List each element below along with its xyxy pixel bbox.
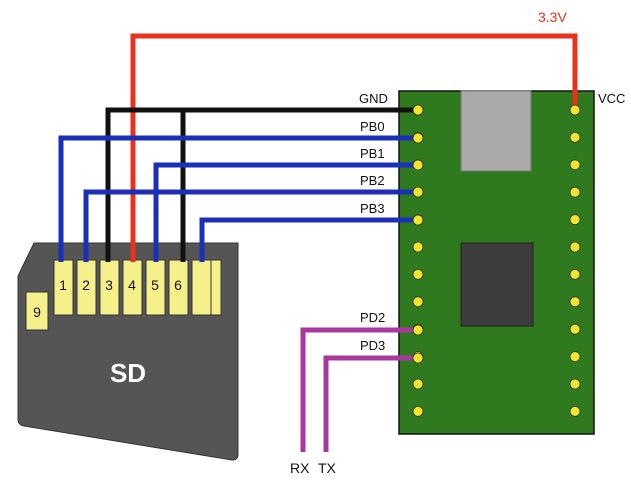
sd-pin-2-number: 2 [82, 277, 90, 293]
wire-pb2-pin2 [83, 189, 416, 262]
board-pad-right-6 [569, 241, 581, 253]
sd-pin-7 [191, 259, 212, 316]
label-gnd: GND [359, 91, 388, 106]
microcontroller-board [398, 90, 595, 435]
crystal-component [460, 90, 532, 172]
sd-card-label: SD [110, 358, 146, 388]
sd-pin-1-number: 1 [59, 277, 67, 293]
pad-pb3 [412, 214, 424, 226]
board-pad-left-6 [412, 241, 424, 253]
sd-pin-5-number: 5 [151, 277, 159, 293]
label-tx: TX [318, 460, 337, 476]
board-pad-right-3 [569, 159, 581, 171]
sd-pin-9 [25, 291, 49, 331]
label-pb0: PB0 [360, 119, 385, 134]
label-3v3: 3.3V [538, 9, 567, 25]
board-pad-right-11 [569, 378, 581, 390]
sd-pin-6 [168, 259, 189, 316]
labels: 3.3V GND PB0 PB1 PB2 PB3 PD2 PD3 VCC RX … [290, 9, 625, 476]
board-pad-right-12 [569, 405, 581, 417]
pad-pb1 [412, 159, 424, 171]
label-pd3: PD3 [360, 338, 385, 353]
sd-pin-9-number: 9 [33, 304, 41, 320]
sd-pin-6-number: 6 [174, 277, 182, 293]
board-pad-right-2 [569, 131, 581, 143]
sd-pin-4-number: 4 [128, 277, 136, 293]
board-pad-right-10 [569, 351, 581, 363]
label-pb1: PB1 [360, 146, 385, 161]
board-pad-right-7 [569, 268, 581, 280]
board-pad-left-7 [412, 268, 424, 280]
sd-contacts: 1 2 3 4 5 6 9 [25, 259, 222, 331]
pad-gnd [412, 104, 424, 116]
wire-tx-pd3 [323, 355, 416, 452]
label-pb2: PB2 [360, 173, 385, 188]
board-pad-right-9 [569, 323, 581, 335]
pad-pb2 [412, 186, 424, 198]
board-pad-left-8 [412, 296, 424, 308]
label-vcc: VCC [598, 91, 625, 106]
pad-pd2 [412, 324, 424, 336]
board-pad-right-8 [569, 296, 581, 308]
board-pad-right-5 [569, 214, 581, 226]
board-pad-left-12 [412, 405, 424, 417]
wire-pb1-pin5 [153, 162, 416, 262]
pad-pb0 [412, 132, 424, 144]
wire-3v3 [130, 33, 578, 262]
wires [58, 33, 578, 452]
sd-pin-3-number: 3 [105, 277, 113, 293]
label-pb3: PB3 [360, 201, 385, 216]
wire-rx-pd2 [300, 327, 416, 452]
wire-pb0-pin1 [58, 135, 416, 262]
sd-pin-8 [210, 259, 222, 316]
mcu-chip [460, 242, 534, 327]
wire-pb3-pin7 [199, 217, 416, 262]
label-pd2: PD2 [360, 310, 385, 325]
connected-pads [412, 104, 581, 364]
board-pad-left-11 [412, 378, 424, 390]
pad-vcc [569, 104, 581, 116]
label-rx: RX [290, 460, 310, 476]
pad-pd3 [412, 352, 424, 364]
board-pad-right-4 [569, 186, 581, 198]
wire-gnd-pin3 [105, 107, 186, 262]
